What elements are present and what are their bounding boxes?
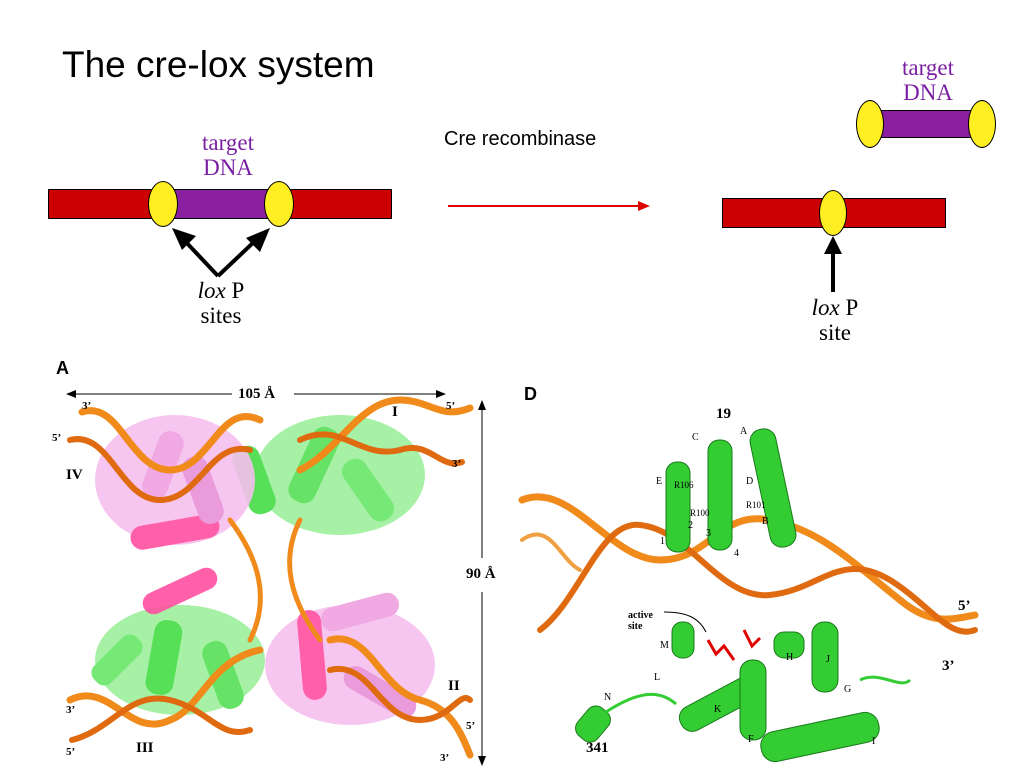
slide-title: The cre-lox system [62, 44, 375, 85]
lox-label-after-rest: P [839, 295, 859, 320]
c-terminus-label: 341 [586, 740, 609, 756]
panel-d-3-end: 3’ [942, 658, 955, 674]
end-label-5: 3’ [66, 704, 76, 716]
lox-label-before-rest: P [225, 278, 245, 303]
height-dimension [478, 400, 486, 766]
dna-label-iv: IV [66, 467, 83, 483]
lox-label-after: lox P site [790, 295, 880, 345]
panel-d-letter: D [524, 384, 537, 404]
lox-label-before: lox P sites [176, 278, 266, 328]
width-label: 105 Å [238, 386, 276, 402]
target-dna-segment-after [872, 110, 980, 138]
end-label-7: 5’ [466, 720, 476, 732]
active-site-label-line1: active [628, 610, 653, 621]
target-dna-label-after-line2: DNA [903, 80, 953, 105]
strand-label-4: 4 [734, 548, 739, 559]
helix-label-d: D [746, 476, 754, 487]
panel-a-letter: A [56, 358, 69, 378]
helix-label-n: N [604, 692, 612, 703]
lox-arrow-after [824, 236, 842, 292]
target-dna-label-before: target DNA [180, 130, 276, 180]
lox-label-before-line2: sites [200, 303, 242, 328]
end-label-4: 3’ [452, 458, 462, 470]
helix-label-a: A [740, 426, 748, 437]
helix-label-i: I [872, 736, 876, 747]
helix-label-c: C [692, 432, 699, 443]
end-label-6: 5’ [66, 746, 76, 758]
helix-label-e: E [656, 476, 663, 487]
residue-label-r101: R101 [746, 500, 766, 510]
lox-site-excised-left [856, 100, 884, 148]
helix-label-j: J [826, 654, 830, 665]
lox-arrow-left [172, 228, 220, 278]
strand-label-1: 1 [660, 536, 665, 547]
lox-arrow-right [216, 228, 270, 278]
enzyme-label: Cre recombinase [444, 128, 597, 150]
target-dna-label-after: target DNA [880, 55, 976, 105]
end-label-3: 5’ [446, 400, 456, 412]
dna-label-iii: III [136, 740, 154, 756]
lox-site-excised-right [968, 100, 996, 148]
protein-helices-panel-d [575, 428, 912, 763]
lox-site-remaining [819, 190, 847, 236]
active-site-label-line2: site [628, 621, 643, 632]
target-dna-label-after-line1: target [902, 55, 954, 80]
dna-label-i: I [392, 404, 398, 420]
active-site-label: active site [628, 610, 653, 632]
dna-helices-panel-a [66, 396, 474, 759]
end-label-8: 3’ [440, 752, 450, 764]
helix-label-m: M [660, 640, 669, 651]
target-dna-label-before-line2: DNA [203, 155, 253, 180]
lox-site-right [264, 181, 294, 227]
n-terminus-label: 19 [716, 406, 731, 422]
helix-label-l: L [654, 672, 661, 683]
lox-label-after-line2: site [819, 320, 851, 345]
lox-label-after-italic: lox [811, 295, 840, 320]
end-label-1: 3’ [82, 400, 92, 412]
panel-d-5-end: 5’ [958, 598, 971, 614]
lox-label-before-italic: lox [197, 278, 226, 303]
helix-label-b: B [762, 516, 769, 527]
lox-site-left [148, 181, 178, 227]
strand-label-2: 2 [688, 520, 693, 531]
residue-label-r100: R100 [690, 508, 710, 518]
helix-label-g: G [844, 684, 852, 695]
residue-label-r106: R106 [674, 480, 694, 490]
dna-label-ii: II [448, 678, 460, 694]
target-dna-label-before-line1: target [202, 130, 254, 155]
height-label: 90 Å [466, 566, 496, 583]
protein-green-region [91, 415, 425, 715]
helix-label-k: K [714, 704, 722, 715]
end-label-2: 5’ [52, 432, 62, 444]
dna-helix-panel-d [518, 493, 979, 635]
helix-label-f: F [748, 734, 754, 745]
active-site-residues [663, 611, 762, 661]
width-dimension [66, 390, 446, 398]
helix-label-h: H [786, 652, 794, 663]
reaction-arrow [448, 201, 650, 211]
strand-label-3: 3 [706, 528, 711, 539]
